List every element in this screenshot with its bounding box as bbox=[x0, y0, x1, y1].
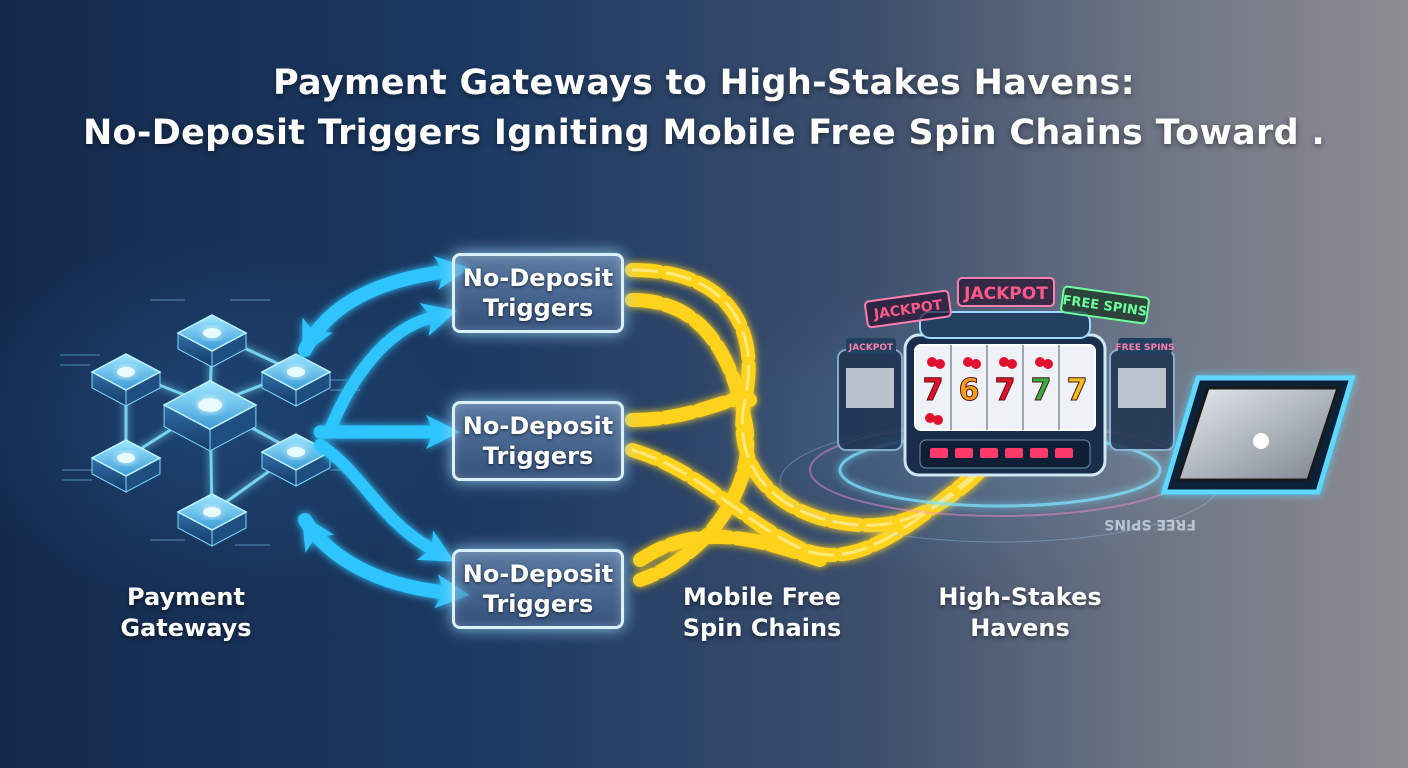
server-cube-1 bbox=[176, 314, 248, 368]
label-high-stakes-havens: High-Stakes Havens bbox=[938, 583, 1102, 642]
arrow-to-trigger-3 bbox=[298, 513, 470, 609]
label-mobile-free-spin-chains: Mobile Free Spin Chains bbox=[682, 583, 842, 642]
slot-machine-icon bbox=[779, 277, 1221, 543]
free-spins-sign-small: FREE SPINS bbox=[1116, 343, 1175, 353]
title-line-2: No-Deposit Triggers Igniting Mobile Free… bbox=[82, 113, 1326, 153]
reel-symbol-3: 7 bbox=[995, 373, 1016, 408]
jackpot-sign-center: JACKPOT bbox=[963, 284, 1048, 304]
arrow-to-trigger-1 bbox=[298, 256, 470, 357]
reel-symbol-1: 7 bbox=[923, 373, 944, 408]
floor-free-spins-text: FREE SPINS bbox=[1104, 516, 1196, 532]
server-cube-5 bbox=[90, 439, 162, 493]
reel-symbol-2: 6 bbox=[959, 373, 980, 408]
reel-symbol-5: 7 bbox=[1067, 373, 1088, 408]
server-cube-7 bbox=[176, 493, 248, 547]
jackpot-sign-left: JACKPOT bbox=[872, 297, 944, 323]
free-spins-sign: FREE SPINS bbox=[1062, 293, 1148, 320]
page-title: Payment Gateways to High-Stakes Havens: … bbox=[0, 58, 1408, 158]
chain-3 bbox=[625, 391, 757, 427]
server-cube-4 bbox=[162, 379, 258, 452]
server-cube-6 bbox=[260, 433, 332, 487]
server-cube-3 bbox=[260, 353, 332, 407]
tablet-device-icon bbox=[1160, 375, 1356, 495]
arrow-group bbox=[298, 256, 470, 609]
label-payment-gateways: Payment Gateways bbox=[120, 583, 252, 642]
arrow-branch-1b bbox=[324, 303, 458, 436]
reel-symbol-4: 7 bbox=[1031, 373, 1052, 408]
chain-5 bbox=[633, 529, 827, 567]
chain-2 bbox=[625, 293, 755, 587]
cube-group bbox=[90, 314, 332, 547]
server-cube-2 bbox=[90, 353, 162, 407]
title-line-1: Payment Gateways to High-Stakes Havens: bbox=[273, 63, 1135, 103]
jackpot-sign-small: JACKPOT bbox=[848, 343, 894, 353]
